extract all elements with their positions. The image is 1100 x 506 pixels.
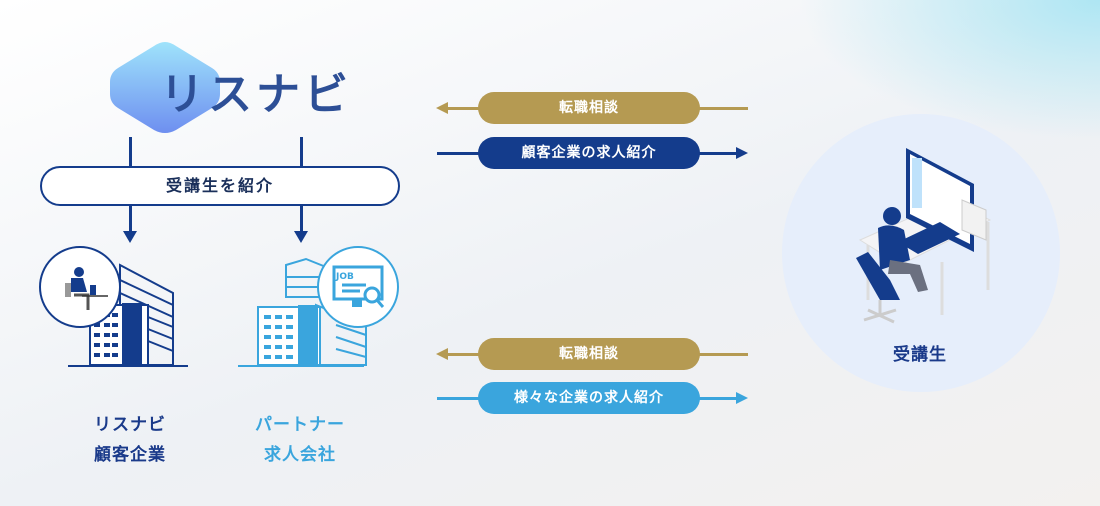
arrow-right-icon — [736, 392, 748, 404]
logo-text: リスナビ — [160, 69, 352, 120]
arrow-down-icon — [123, 231, 137, 243]
arrow-left-icon — [436, 102, 448, 114]
arrow-down-icon — [294, 231, 308, 243]
partner-label-line2: 求人会社 — [264, 445, 336, 465]
partner-label-line1: パートナー — [255, 415, 345, 435]
client-building-icon — [39, 246, 188, 367]
arrow-right-icon — [736, 147, 748, 159]
client-jobs-intro-tag: 顧客企業の求人紹介 — [478, 137, 700, 169]
client-label-line2: 顧客企業 — [94, 445, 166, 465]
partner-label: パートナー 求人会社 — [230, 410, 370, 470]
job-badge-text: JOB — [335, 272, 354, 282]
connector-line — [129, 137, 132, 167]
various-jobs-intro-tag: 様々な企業の求人紹介 — [478, 382, 700, 414]
connector-line — [300, 206, 303, 232]
student-label: 受講生 — [893, 345, 947, 365]
career-consult-tag-top: 転職相談 — [478, 92, 700, 124]
client-label: リスナビ 顧客企業 — [60, 410, 200, 470]
client-label-line1: リスナビ — [94, 415, 166, 435]
connector-line — [300, 137, 303, 167]
introduce-students-label: 受講生を紹介 — [40, 166, 400, 206]
student-at-computer-icon — [856, 148, 992, 324]
career-consult-tag-bottom: 転職相談 — [478, 338, 700, 370]
logo-hexagon — [110, 42, 220, 133]
arrow-left-icon — [436, 348, 448, 360]
connector-line — [129, 206, 132, 232]
partner-building-icon: JOB — [238, 246, 399, 367]
